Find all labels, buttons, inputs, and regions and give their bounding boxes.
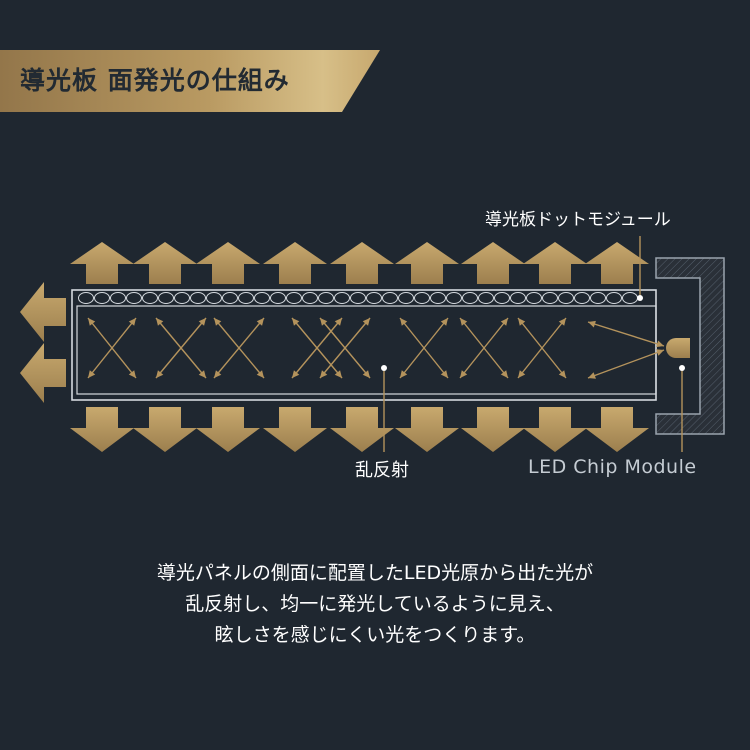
downward-light-arrows [70, 407, 649, 452]
left-arrow [20, 343, 66, 403]
left-arrow [20, 282, 66, 342]
led-chip [666, 338, 690, 358]
dot [238, 292, 254, 304]
scatter-ray [517, 317, 567, 379]
led-chip-module-housing [655, 257, 725, 435]
dot [430, 292, 446, 304]
dot [414, 292, 430, 304]
down-arrow [70, 407, 134, 452]
dot [542, 292, 558, 304]
up-arrow [585, 242, 649, 284]
dot [606, 292, 622, 304]
scatter-leader-dot [381, 365, 387, 371]
dot [494, 292, 510, 304]
dot [126, 292, 142, 304]
scatter-ray [459, 317, 509, 379]
down-arrow [395, 407, 459, 452]
up-arrow [395, 242, 459, 284]
down-arrow [523, 407, 587, 452]
led-chip-module-label: LED Chip Module [528, 456, 697, 478]
scatter-ray [213, 317, 265, 379]
dot [510, 292, 526, 304]
dot [366, 292, 382, 304]
scatter-ray [155, 317, 207, 379]
dot-module-label: 導光板ドットモジュール [485, 210, 671, 230]
dot [174, 292, 190, 304]
light-guide-panel [71, 289, 657, 401]
up-arrow [330, 242, 394, 284]
dot [158, 292, 174, 304]
scatter-ray [319, 317, 371, 379]
diffuse-reflection-label: 乱反射 [355, 460, 409, 481]
up-arrow [523, 242, 587, 284]
down-arrow [133, 407, 197, 452]
up-arrow [133, 242, 197, 284]
led-housing-bracket [655, 257, 725, 435]
dot [334, 292, 350, 304]
dot [190, 292, 206, 304]
dot [382, 292, 398, 304]
up-arrow [70, 242, 134, 284]
dot [222, 292, 238, 304]
down-arrow [196, 407, 260, 452]
dot [142, 292, 158, 304]
led-leader-dot [679, 365, 685, 371]
dot [526, 292, 542, 304]
dot [462, 292, 478, 304]
side-light-arrows [20, 282, 66, 403]
dot [206, 292, 222, 304]
down-arrow [330, 407, 394, 452]
description-line: 乱反射し、均一に発光しているように見え、 [185, 593, 565, 615]
scatter-ray [87, 317, 137, 379]
dot [302, 292, 318, 304]
dot [270, 292, 286, 304]
description-text: 導光パネルの側面に配置したLED光原から出た光が 乱反射し、均一に発光しているよ… [0, 558, 750, 651]
up-arrow [263, 242, 327, 284]
dot [94, 292, 110, 304]
dot [254, 292, 270, 304]
scatter-ray [399, 317, 449, 379]
dot [318, 292, 334, 304]
dot-module-leader-dot [637, 295, 643, 301]
dot [574, 292, 590, 304]
panel-inner-frame [76, 305, 657, 395]
description-line: 眩しさを感じにくい光をつくります。 [214, 624, 536, 646]
scatter-ray [587, 349, 665, 379]
dot [110, 292, 126, 304]
dot [478, 292, 494, 304]
upward-light-arrows [70, 242, 649, 284]
scatter-ray [587, 320, 665, 348]
dot-module-row [78, 292, 638, 304]
scatter-ray [291, 317, 343, 379]
dot [590, 292, 606, 304]
dot [78, 292, 94, 304]
dot [558, 292, 574, 304]
up-arrow [461, 242, 525, 284]
down-arrow [585, 407, 649, 452]
label-leader-lines [381, 236, 685, 452]
scatter-rays [87, 317, 665, 379]
dot [446, 292, 462, 304]
description-line: 導光パネルの側面に配置したLED光原から出た光が [156, 562, 594, 584]
down-arrow [263, 407, 327, 452]
dot [622, 292, 638, 304]
down-arrow [461, 407, 525, 452]
page-title: 導光板 面発光の仕組み [20, 66, 290, 95]
dot [350, 292, 366, 304]
dot [398, 292, 414, 304]
title-banner [0, 50, 380, 112]
up-arrow [196, 242, 260, 284]
dot [286, 292, 302, 304]
